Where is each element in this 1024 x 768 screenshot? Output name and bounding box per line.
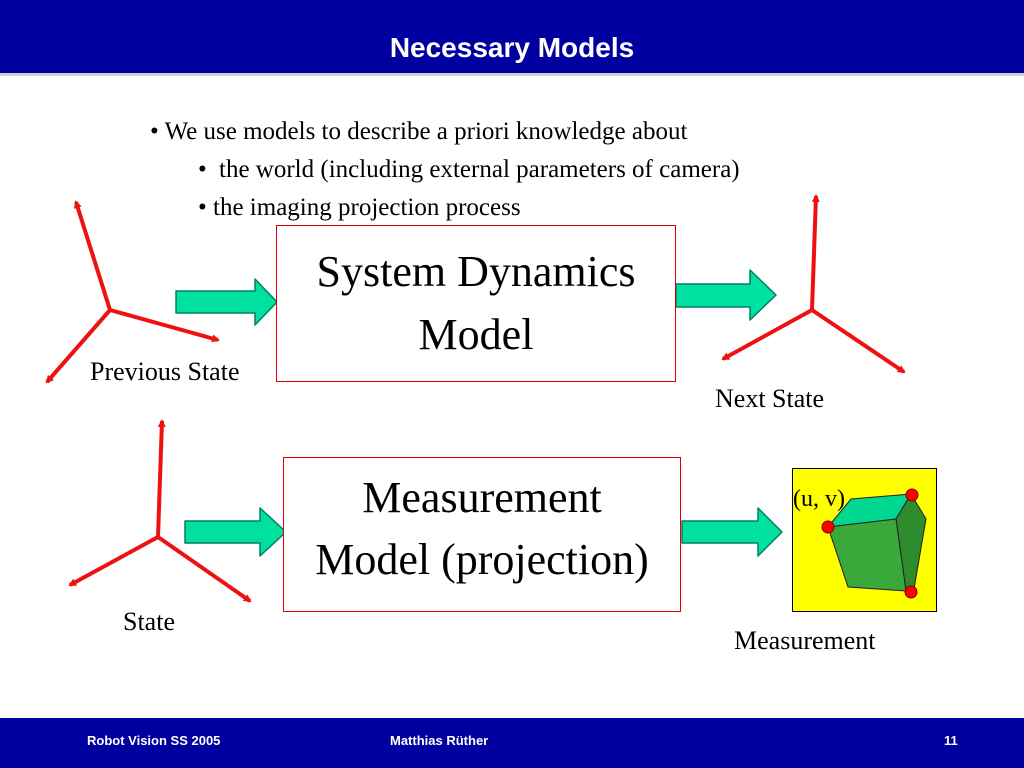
uv-coordinate-label: (u, v) — [793, 486, 845, 512]
measurement-box-line-1: Measurement — [362, 473, 602, 522]
previous-state-label: Previous State — [90, 357, 240, 386]
axis-line — [156, 535, 252, 603]
footer-page-number: 11 — [944, 733, 958, 748]
bullet-glyph: • — [198, 194, 207, 221]
bullet-2: • the world (including external paramete… — [198, 155, 740, 185]
axis-line — [73, 200, 112, 311]
arrow-to-measurement-model — [184, 507, 287, 557]
footer-course: Robot Vision SS 2005 — [87, 733, 221, 748]
system-box-line-2: Model — [418, 310, 534, 359]
state-label: State — [123, 607, 175, 636]
cube-front-face — [827, 518, 907, 592]
next-state-label: Next State — [715, 384, 825, 413]
bullet-3-text: the imaging projection process — [213, 194, 521, 221]
axis-line — [721, 308, 813, 361]
previous-state-axes — [45, 200, 220, 384]
arrow-to-measurement — [681, 507, 783, 557]
axis-line — [810, 194, 820, 311]
axis-line — [45, 308, 112, 384]
bullet-3: • the imaging projection process — [198, 193, 521, 223]
axis-line — [810, 308, 906, 374]
footer-bar: Robot Vision SS 2005 Matthias Rüther 11 — [0, 718, 1024, 768]
slide-title: Necessary Models — [389, 32, 635, 63]
axis-line — [68, 535, 159, 587]
corner-point — [821, 520, 835, 534]
axis-line — [156, 419, 166, 538]
measurement-box-line-2: Model (projection) — [315, 535, 649, 584]
bullet-1: • We use models to describe a priori kno… — [150, 117, 687, 147]
measurement-label: Measurement — [734, 626, 876, 655]
bullet-1-text: We use models to describe a priori knowl… — [164, 118, 688, 145]
bullet-glyph: • — [198, 156, 207, 183]
system-box-line-1: System Dynamics — [316, 247, 636, 296]
title-bar: Necessary Models — [0, 0, 1024, 76]
next-state-axes — [721, 194, 906, 374]
bullet-glyph: • — [150, 118, 159, 145]
corner-point — [905, 488, 919, 502]
arrow-to-next-state — [675, 269, 777, 321]
state-axes — [68, 419, 252, 603]
projected-cube-icon — [821, 488, 927, 599]
measurement-image-panel: (u, v) — [792, 468, 937, 612]
arrow-to-system-model — [175, 278, 278, 326]
measurement-model-box: Measurement Model (projection) — [283, 457, 681, 612]
system-dynamics-model-box: System Dynamics Model — [276, 225, 676, 382]
bullet-2-text: the world (including external parameters… — [219, 156, 740, 183]
axis-line — [109, 308, 220, 343]
footer-author: Matthias Rüther — [390, 733, 489, 748]
corner-point — [904, 585, 918, 599]
flow-arrows — [175, 269, 783, 557]
